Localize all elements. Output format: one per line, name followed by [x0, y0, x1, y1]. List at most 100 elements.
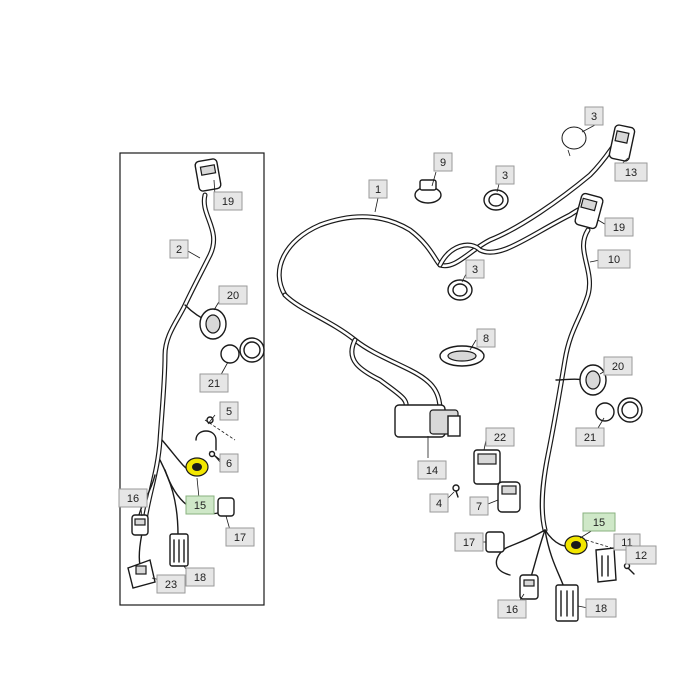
inset-seal-21 [220, 337, 265, 364]
main-connector-17 [485, 531, 505, 553]
callout-main-16[interactable]: 16 [497, 599, 527, 619]
callout-box [476, 328, 496, 348]
callout-inset-18[interactable]: 18 [185, 567, 215, 587]
callout-label: 18 [595, 603, 607, 615]
callout-main-9[interactable]: 9 [433, 152, 453, 172]
callout-main-3-low[interactable]: 3 [465, 259, 485, 279]
callout-main-3-top[interactable]: 3 [584, 106, 604, 126]
callout-inset-21[interactable]: 21 [199, 373, 229, 393]
callout-label: 21 [584, 432, 596, 444]
callout-label: 17 [463, 537, 475, 549]
callout-label: 23 [165, 579, 177, 591]
callout-label: 20 [612, 361, 624, 373]
callout-main-1[interactable]: 1 [368, 179, 388, 199]
callout-box [584, 106, 604, 126]
callout-main-21[interactable]: 21 [575, 427, 605, 447]
main-screw-4 [452, 484, 460, 498]
callout-main-13[interactable]: 13 [614, 162, 648, 182]
callout-label: 3 [472, 264, 478, 276]
inset-clip-5 [195, 416, 236, 451]
main-grommet-8 [439, 345, 485, 367]
main-connector-20 [579, 364, 607, 396]
callout-label: 2 [176, 244, 182, 256]
callout-main-12[interactable]: 12 [625, 545, 657, 565]
callout-label: 12 [635, 550, 647, 562]
main-harness [276, 137, 621, 591]
callout-inset-20[interactable]: 20 [218, 285, 248, 305]
main-cover-22 [473, 449, 501, 485]
callout-box [368, 179, 388, 199]
callout-main-14[interactable]: 14 [417, 460, 447, 480]
callout-box [429, 493, 449, 513]
callout-box [469, 496, 489, 516]
main-clamp-9 [414, 179, 442, 204]
callout-main-8[interactable]: 8 [476, 328, 496, 348]
callout-main-10[interactable]: 10 [597, 249, 631, 269]
main-connector-19 [574, 192, 604, 230]
callout-box [582, 512, 616, 532]
callout-main-22[interactable]: 22 [485, 427, 515, 447]
callout-box [485, 427, 515, 447]
callout-main-20[interactable]: 20 [603, 356, 633, 376]
callout-inset-15[interactable]: 15 [185, 495, 215, 515]
callout-box [625, 545, 657, 565]
callout-main-19[interactable]: 19 [604, 217, 634, 237]
callout-label: 16 [127, 493, 139, 505]
callout-box [597, 249, 631, 269]
callout-label: 17 [234, 532, 246, 544]
main-connector-14 [394, 404, 461, 438]
callout-box [603, 356, 633, 376]
inset-connector-20 [199, 308, 227, 340]
callout-label: 3 [502, 170, 508, 182]
callout-main-7[interactable]: 7 [469, 496, 489, 516]
callout-label: 21 [208, 378, 220, 390]
main-sensor-15 [564, 535, 613, 555]
callout-inset-16[interactable]: 16 [118, 488, 148, 508]
callout-box [495, 165, 515, 185]
callout-box [156, 574, 186, 594]
callout-label: 4 [436, 498, 442, 510]
callout-label: 20 [227, 290, 239, 302]
callout-inset-19[interactable]: 19 [213, 191, 243, 211]
callout-label: 9 [440, 157, 446, 169]
callout-inset-23[interactable]: 23 [156, 574, 186, 594]
main-connector-16 [519, 574, 539, 600]
callout-label: 10 [608, 254, 620, 266]
callout-label: 19 [613, 222, 625, 234]
callout-box [417, 460, 447, 480]
callout-label: 5 [226, 406, 232, 418]
callout-label: 13 [625, 167, 637, 179]
callout-main-15[interactable]: 15 [582, 512, 616, 532]
callout-box [604, 217, 634, 237]
callout-label: 16 [506, 604, 518, 616]
callout-main-17[interactable]: 17 [454, 532, 484, 552]
inset-connector-19 [194, 158, 222, 192]
callout-main-18[interactable]: 18 [585, 598, 617, 618]
callout-inset-6[interactable]: 6 [219, 453, 239, 473]
callout-box [497, 599, 527, 619]
callout-label: 15 [194, 500, 206, 512]
callout-label: 11 [621, 537, 632, 549]
callout-inset-17[interactable]: 17 [225, 527, 255, 547]
callout-label: 22 [494, 432, 506, 444]
inset-frame [119, 152, 265, 606]
callout-box [213, 191, 243, 211]
callout-inset-5[interactable]: 5 [219, 401, 239, 421]
callout-label: 1 [375, 184, 381, 196]
callout-box [219, 401, 239, 421]
callout-box [225, 527, 255, 547]
callout-label: 7 [476, 501, 482, 513]
callout-box [433, 152, 453, 172]
inset-bracket-23 [127, 559, 156, 589]
callout-box [585, 598, 617, 618]
callout-label: 14 [426, 465, 438, 477]
callout-main-3-mid[interactable]: 3 [495, 165, 515, 185]
callout-main-4[interactable]: 4 [429, 493, 449, 513]
callout-label: 8 [483, 333, 489, 345]
main-clamp-3-low [447, 279, 473, 301]
inset-connector-17 [217, 497, 235, 517]
callout-box [185, 495, 215, 515]
main-ring-3-top [561, 126, 587, 157]
callout-layer: 19 2 20 21 5 6 16 15 17 18 23 3 9 3 1 13 19 3 10 8 20 21 22 14 4… [118, 106, 657, 619]
callout-inset-2[interactable]: 2 [169, 239, 189, 259]
